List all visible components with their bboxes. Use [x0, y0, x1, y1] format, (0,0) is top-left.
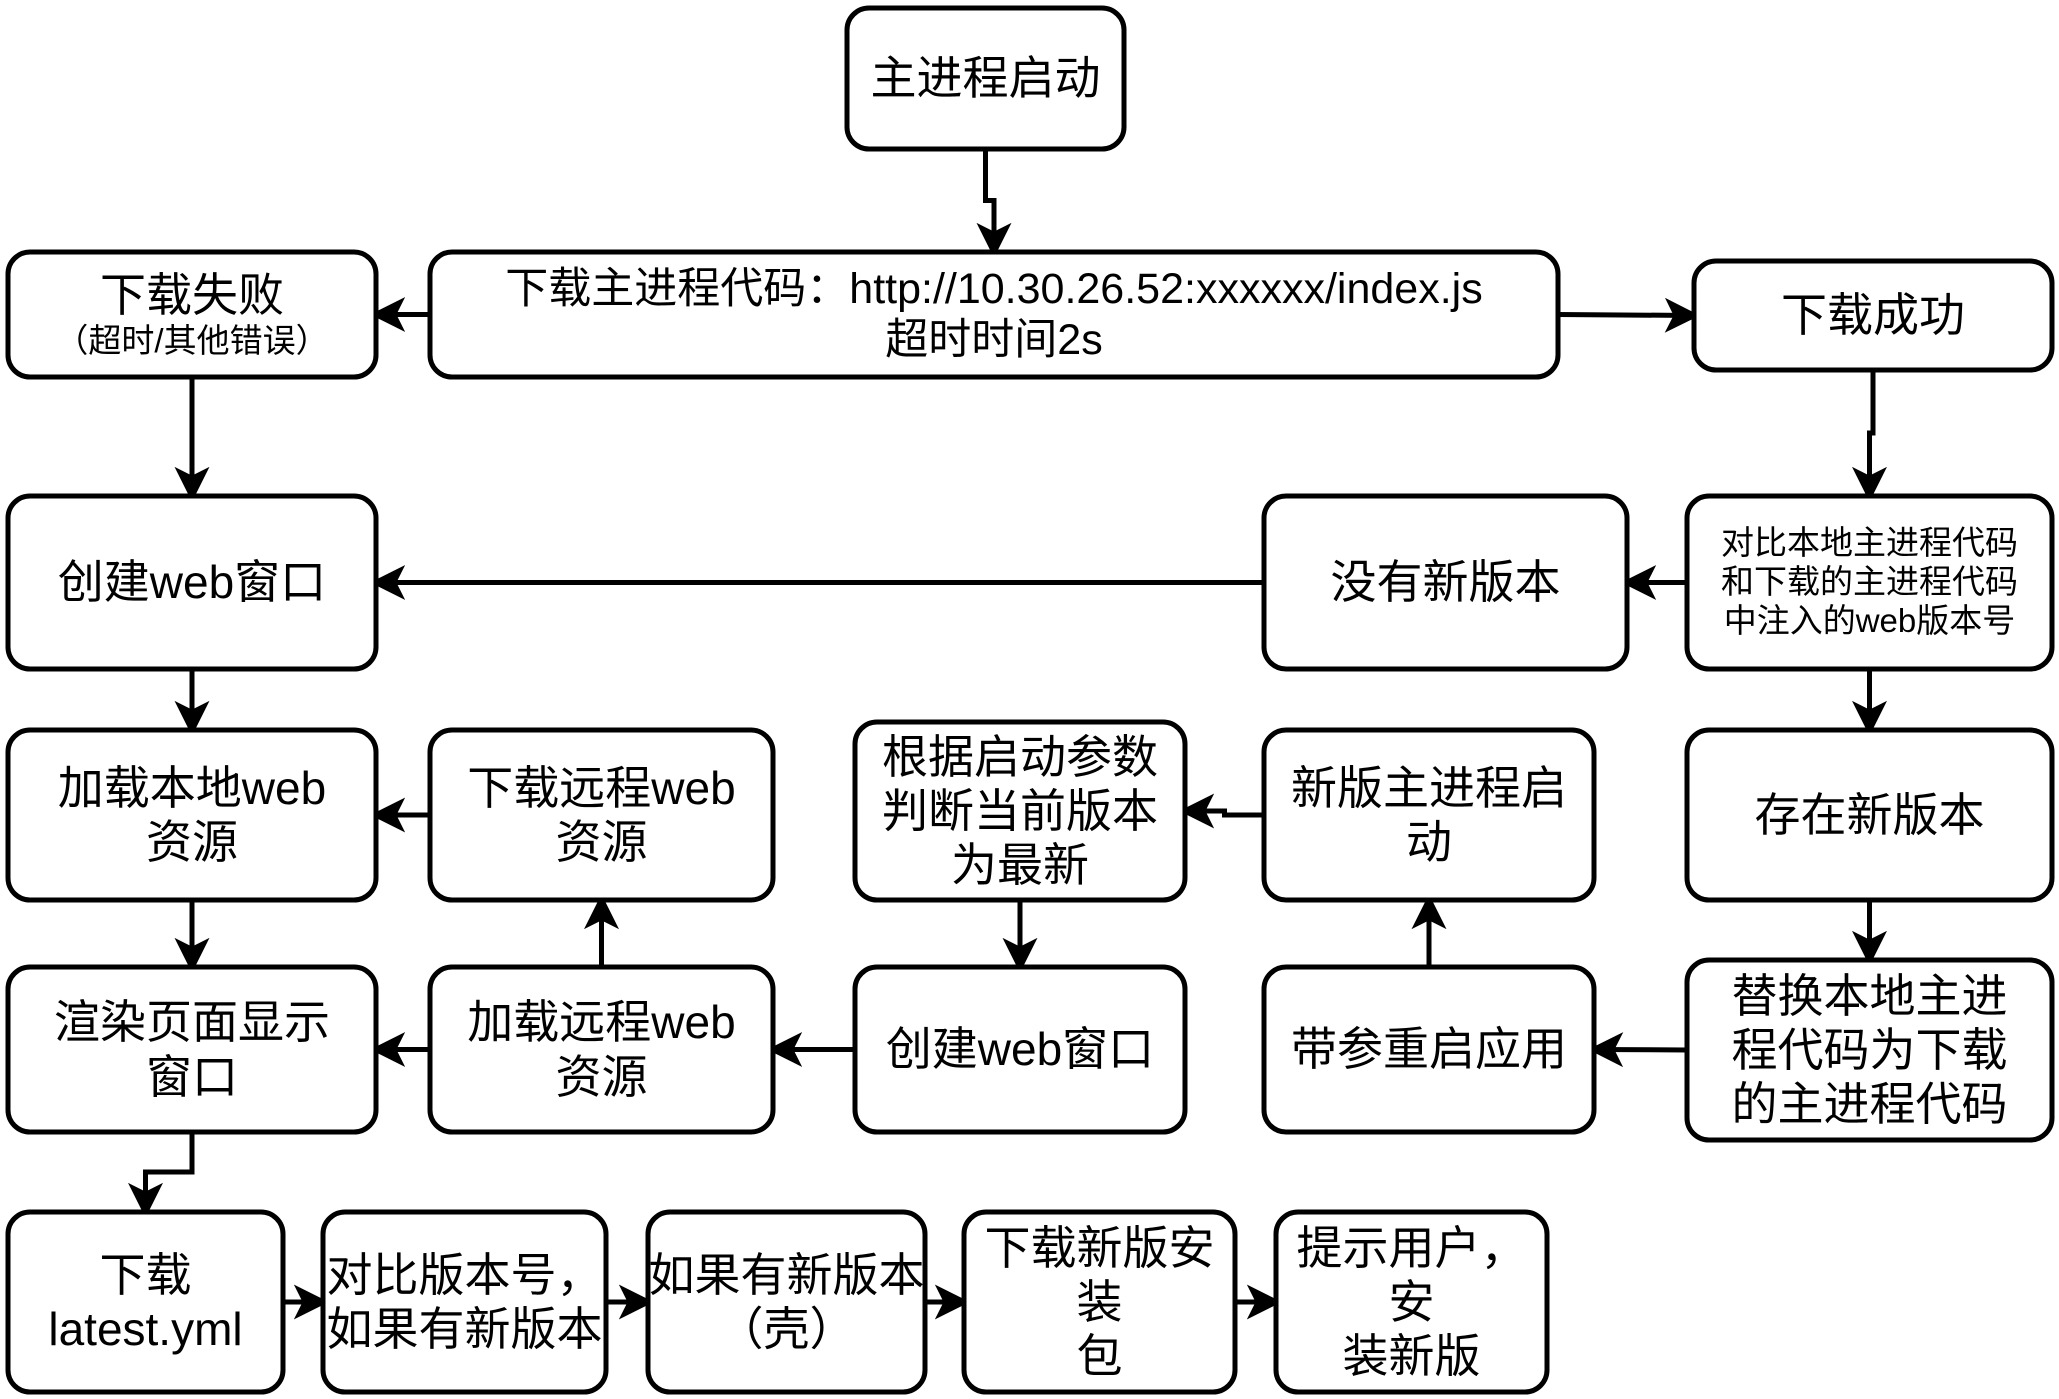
node-box-n21[interactable]	[961, 1209, 1238, 1395]
node-box-n13[interactable]	[5, 964, 379, 1135]
node-label-n20: 如果有新版本 （壳）	[648, 1248, 925, 1355]
node-box-n7[interactable]	[5, 493, 379, 672]
edge-n1-to-n2	[976, 149, 1012, 258]
node-box-n5[interactable]	[1684, 493, 2055, 672]
node-box-n2[interactable]	[427, 249, 1561, 380]
node-label-main: 下载失败	[100, 268, 284, 321]
node-label-n18: 下载latest.yml	[48, 1248, 243, 1355]
node-label-n3: 下载失败（超时/其他错误）	[8, 252, 376, 377]
node-label-sub: （超时/其他错误）	[55, 322, 329, 360]
node-label-n15: 创建web窗口	[885, 1023, 1155, 1076]
node-label-n10: 根据启动参数 判断当前版本 为最新	[882, 730, 1158, 892]
node-box-n10[interactable]	[852, 719, 1188, 903]
node-box-n20[interactable]	[645, 1209, 928, 1395]
node-label-n14: 加载远程web 资源	[467, 996, 736, 1103]
node-label-n1: 主进程启动	[870, 52, 1101, 105]
node-label-n21: 下载新版安装 包	[984, 1221, 1215, 1383]
node-label-n19: 对比版本号， 如果有新版本	[326, 1248, 603, 1355]
node-box-n8[interactable]	[5, 727, 379, 903]
node-box-n1[interactable]	[844, 5, 1127, 152]
node-label-n4: 下载成功	[1781, 289, 1965, 342]
node-label-n17: 替换本地主进 程代码为下载 的主进程代码	[1731, 969, 2008, 1131]
node-label-n16: 带参重启应用	[1291, 1023, 1567, 1076]
node-box-n9[interactable]	[427, 727, 776, 903]
node-box-n3[interactable]	[5, 249, 379, 380]
edge-n17-to-n16	[1588, 1032, 1688, 1068]
node-box-n15[interactable]	[852, 964, 1188, 1135]
edge-n2-to-n4	[1557, 297, 1700, 333]
edge-n11-to-n10	[1179, 793, 1264, 829]
edge-n13-to-n18	[128, 1132, 195, 1218]
node-label-n2: 下载主进程代码：http://10.30.26.52:xxxxxx/index.…	[505, 264, 1483, 364]
node-label-n7: 创建web窗口	[57, 556, 327, 609]
node-box-n11[interactable]	[1261, 727, 1597, 903]
node-label-n22: 提示用户，安 装新版	[1296, 1221, 1527, 1383]
node-box-n18[interactable]	[5, 1209, 286, 1395]
edge-n4-to-n5	[1852, 370, 1887, 502]
node-box-n17[interactable]	[1684, 957, 2055, 1143]
node-box-n6[interactable]	[1261, 493, 1630, 672]
edge-layer	[128, 149, 1887, 1320]
node-label-n9: 下载远程web 资源	[467, 761, 736, 868]
node-label-n8: 加载本地web 资源	[57, 761, 327, 868]
node-box-n19[interactable]	[320, 1209, 609, 1395]
node-label-n11: 新版主进程启 动	[1291, 761, 1567, 868]
node-box-n12[interactable]	[1684, 727, 2055, 903]
node-box-n22[interactable]	[1273, 1209, 1550, 1395]
node-layer	[5, 5, 2055, 1395]
node-label-n12: 存在新版本	[1754, 788, 1985, 841]
node-label-n5: 对比本地主进程代码 和下载的主进程代码 中注入的web版本号	[1721, 524, 2018, 639]
node-label-n13: 渲染页面显示 窗口	[54, 996, 330, 1103]
node-box-n14[interactable]	[427, 964, 776, 1135]
node-label-n6: 没有新版本	[1330, 556, 1561, 609]
node-box-n16[interactable]	[1261, 964, 1597, 1135]
node-box-n4[interactable]	[1691, 258, 2055, 373]
